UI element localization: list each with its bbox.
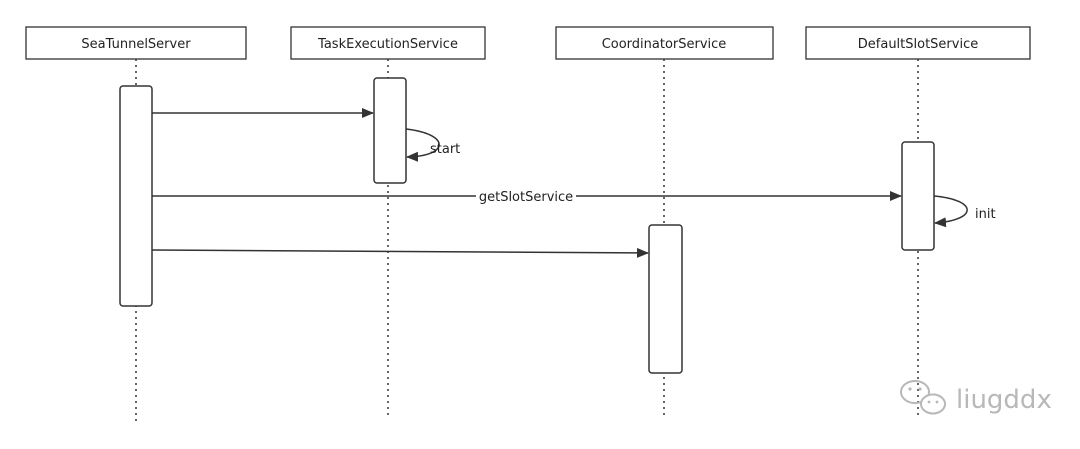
self-message-init-arrow [933, 195, 968, 228]
message-label-getslotservice: getSlotService [479, 190, 573, 205]
participant-taskexecutionservice: TaskExecutionService [290, 26, 486, 60]
message-arrow-to-coordinatorservice [151, 247, 649, 258]
self-message-start-arrow [405, 128, 440, 162]
watermark: liugddx [900, 380, 1052, 415]
participant-label: TaskExecutionService [317, 37, 458, 52]
activation-seatunnelserver [119, 85, 153, 307]
participant-coordinatorservice: CoordinatorService [555, 26, 774, 60]
wechat-icon [900, 380, 946, 415]
participant-label: SeaTunnelServer [81, 37, 191, 52]
participant-defaultslotservice: DefaultSlotService [805, 26, 1031, 60]
participant-label: CoordinatorService [602, 37, 727, 52]
activation-defaultslotservice [901, 141, 935, 251]
message-label-bg [476, 188, 576, 204]
watermark-text: liugddx [956, 385, 1052, 415]
message-label-start: start [430, 142, 460, 157]
activation-taskexecutionservice [373, 77, 407, 184]
participant-seatunnelserver: SeaTunnelServer [25, 26, 247, 60]
participant-label: DefaultSlotService [858, 37, 978, 52]
activation-coordinatorservice [648, 224, 683, 374]
message-label-init: init [975, 207, 996, 222]
